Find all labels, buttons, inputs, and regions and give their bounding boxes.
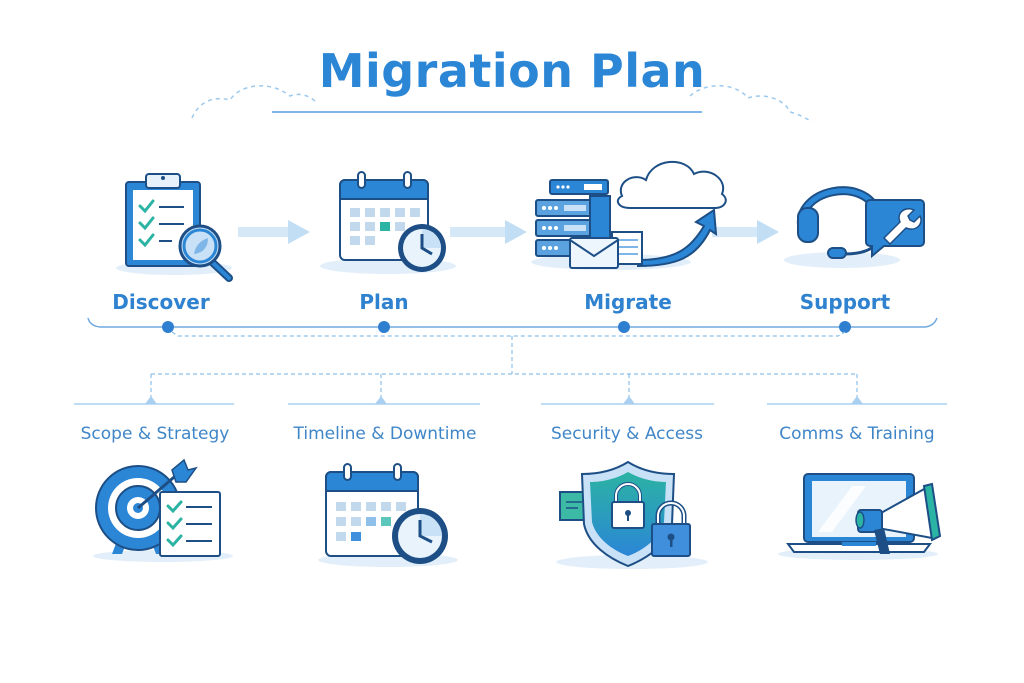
- servers-to-cloud-icon: [531, 160, 727, 270]
- phase-label-support: Support: [799, 290, 891, 314]
- subtopic-label-timeline: Timeline & Downtime: [293, 424, 477, 444]
- subtopic-bar: [541, 396, 714, 405]
- clipboard-magnifier-icon: [116, 173, 233, 282]
- timeline-node-support: [839, 321, 851, 333]
- flow-arrow: [712, 220, 779, 244]
- subtopic-label-security: Security & Access: [550, 424, 704, 444]
- headset-wrench-icon: [784, 186, 925, 268]
- phase-label-migrate: Migrate: [584, 290, 672, 314]
- flow-arrow: [450, 220, 527, 244]
- phase-label-plan: Plan: [359, 290, 409, 314]
- dashed-connectors: [150, 331, 858, 398]
- subtopic-bar: [288, 396, 480, 405]
- subtopic-bar: [74, 396, 234, 405]
- calendar-clock-icon: [320, 171, 456, 274]
- subtopic-label-comms: Comms & Training: [779, 424, 935, 444]
- laptop-megaphone-icon: [778, 473, 942, 560]
- timeline-node-migrate: [618, 321, 630, 333]
- decorative-cloud-right: [689, 85, 813, 123]
- decorative-cloud-left: [191, 85, 317, 119]
- timeline-line: [87, 317, 938, 328]
- calendar-clock-icon: [318, 463, 458, 567]
- subtopic-label-scope: Scope & Strategy: [80, 424, 230, 444]
- subtopic-bar: [767, 396, 947, 405]
- phase-label-discover: Discover: [112, 290, 210, 314]
- timeline-node-discover: [162, 321, 174, 333]
- shield-lock-icon: [556, 460, 708, 569]
- target-checklist-icon: [93, 458, 233, 562]
- page-title: Migration Plan: [318, 44, 706, 98]
- flow-arrow: [238, 220, 310, 244]
- timeline-node-plan: [378, 321, 390, 333]
